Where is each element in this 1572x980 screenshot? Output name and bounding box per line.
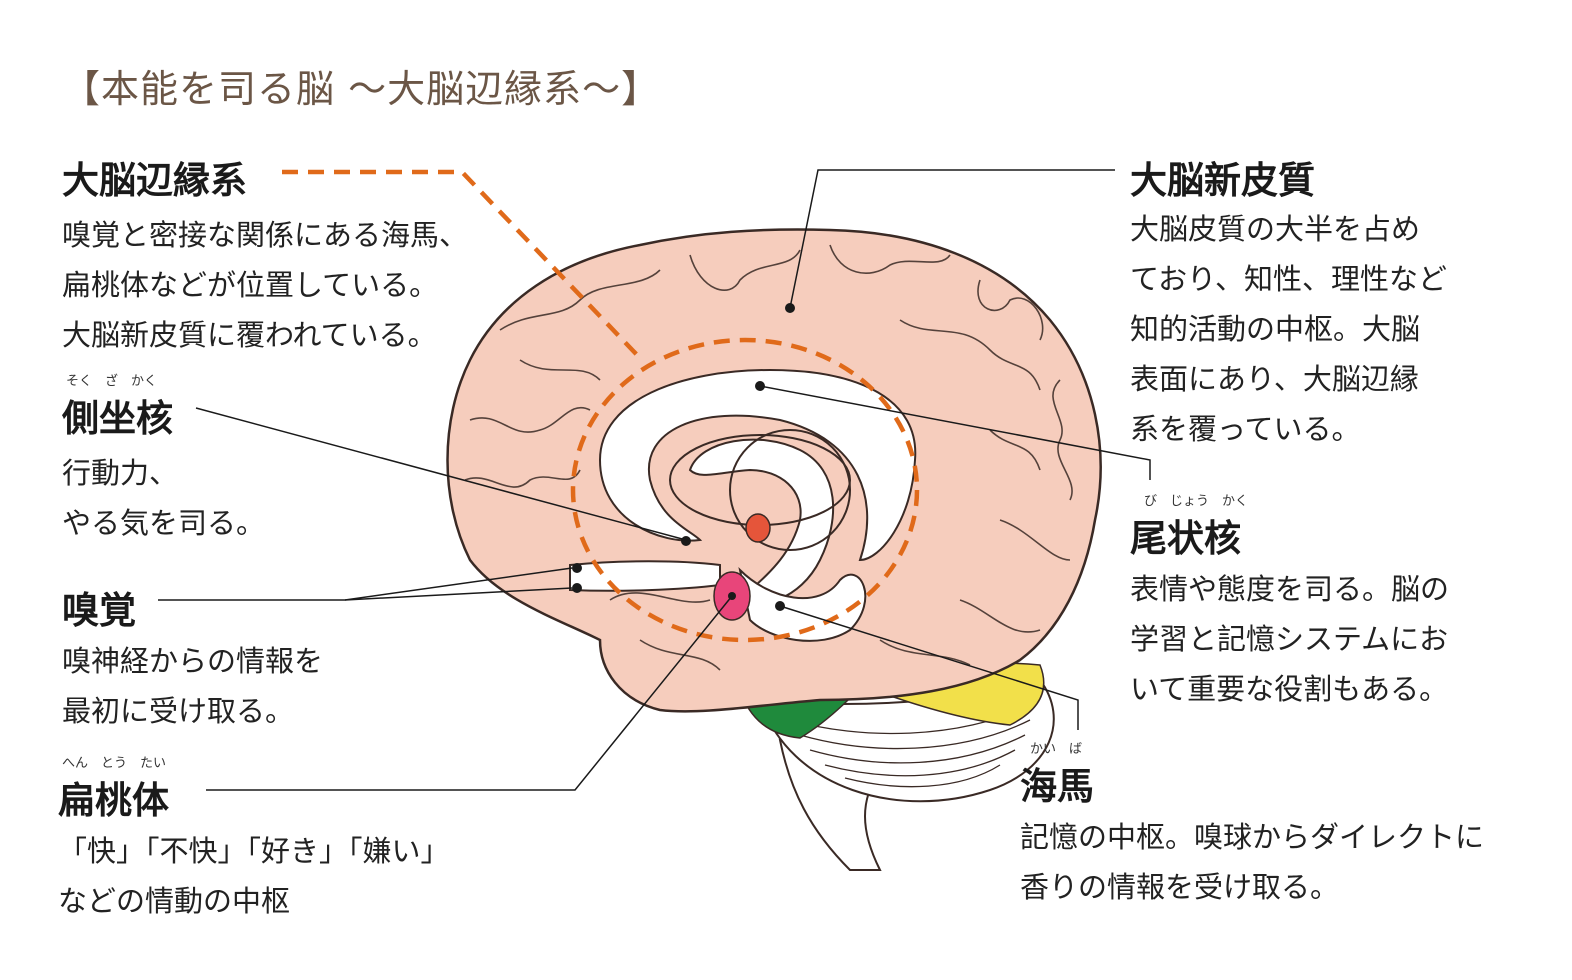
limbic-desc-line: 大脳新皮質に覆われている。 bbox=[62, 318, 437, 352]
hippocampus-desc-line: 記憶の中枢。嗅球からダイレクトに bbox=[1020, 820, 1485, 854]
amygdala-description: 「快」「不快」「好き」「嫌い」 などの情動の中枢 bbox=[58, 826, 450, 926]
hippocampus-term: 海馬 bbox=[1020, 765, 1094, 808]
neocortex-desc-line: 表面にあり、大脳辺縁 bbox=[1130, 362, 1419, 396]
caudate-ruby: び じょう かく bbox=[1144, 494, 1249, 509]
hippocampus-marker bbox=[775, 601, 785, 611]
hippocampus-leader bbox=[779, 605, 1079, 730]
amygdala-term: 扁桃体 bbox=[58, 779, 169, 822]
amygdala-leader bbox=[206, 595, 733, 791]
olfaction-leader-b bbox=[344, 587, 573, 601]
amygdala-desc-line: 「快」「不快」「好き」「嫌い」 bbox=[58, 834, 450, 868]
caudate-term: 尾状核 bbox=[1130, 517, 1241, 560]
neocortex-desc-line: ており、知性、理性など bbox=[1130, 262, 1447, 296]
neocortex-marker bbox=[785, 303, 795, 313]
limbic-leader-line bbox=[282, 169, 642, 360]
olfactory-tract bbox=[569, 560, 721, 592]
accumbens-desc-line: 行動力、 bbox=[62, 456, 179, 490]
olfactory-bulb-top bbox=[572, 563, 582, 573]
hippocampus-ruby: かい ば bbox=[1030, 742, 1083, 757]
cortex-gyri bbox=[464, 244, 1073, 671]
caudate-description: 表情や態度を司る。脳の 学習と記憶システムにお いて重要な役割もある。 bbox=[1130, 564, 1449, 714]
caudate-desc-line: 学習と記憶システムにお bbox=[1130, 622, 1449, 656]
caudate-leader bbox=[759, 385, 1151, 480]
accumbens-desc-line: やる気を司る。 bbox=[62, 506, 266, 540]
olfaction-term: 嗅覚 bbox=[62, 589, 136, 632]
hippocampus-description: 記憶の中枢。嗅球からダイレクトに 香りの情報を受け取る。 bbox=[1020, 812, 1484, 912]
limbic-description: 嗅覚と密接な関係にある海馬、 扁桃体などが位置している。 大脳新皮質に覆われてい… bbox=[62, 210, 468, 360]
accumbens-term: 側坐核 bbox=[62, 397, 173, 440]
neocortex-term: 大脳新皮質 bbox=[1130, 159, 1315, 202]
accumbens-leader bbox=[195, 407, 687, 541]
limbic-desc-line: 扁桃体などが位置している。 bbox=[62, 268, 439, 302]
olfaction-desc-line: 嗅神経からの情報を bbox=[62, 644, 324, 678]
neocortex-desc-line: 知的活動の中枢。大脳 bbox=[1130, 312, 1421, 346]
olfactory-bulb-bottom bbox=[572, 583, 582, 593]
nucleus-accumbens bbox=[745, 513, 771, 543]
caudate-desc-line: 表情や態度を司る。脳の bbox=[1130, 572, 1450, 606]
amygdala-ruby: へん とう たい bbox=[62, 756, 167, 771]
accumbens-description: 行動力、 やる気を司る。 bbox=[62, 448, 265, 548]
accumbens-marker bbox=[681, 536, 691, 546]
olfaction-description: 嗅神経からの情報を 最初に受け取る。 bbox=[62, 636, 323, 736]
neocortex-desc-line: 系を覆っている。 bbox=[1130, 412, 1361, 446]
caudate-desc-line: いて重要な役割もある。 bbox=[1130, 672, 1449, 706]
neocortex-desc-line: 大脳皮質の大半を占め bbox=[1130, 212, 1421, 246]
neocortex-leader bbox=[789, 169, 1115, 309]
limbic-desc-line: 嗅覚と密接な関係にある海馬、 bbox=[62, 218, 469, 252]
leader-lines bbox=[158, 169, 1151, 791]
hippocampus-desc-line: 香りの情報を受け取る。 bbox=[1020, 870, 1340, 904]
caudate-marker bbox=[755, 381, 765, 391]
corpus-callosum bbox=[598, 368, 917, 562]
olfaction-desc-line: 最初に受け取る。 bbox=[62, 694, 295, 728]
limbic-boundary bbox=[570, 337, 920, 643]
neocortex-description: 大脳皮質の大半を占め ており、知性、理性など 知的活動の中枢。大脳 表面にあり、… bbox=[1130, 204, 1447, 454]
limbic-term: 大脳辺縁系 bbox=[62, 159, 247, 202]
amygdala-desc-line: などの情動の中枢 bbox=[58, 884, 291, 918]
accumbens-ruby: そく ざ かく bbox=[66, 374, 158, 389]
page-title: 【本能を司る脳 〜大脳辺縁系〜】 bbox=[62, 67, 661, 111]
